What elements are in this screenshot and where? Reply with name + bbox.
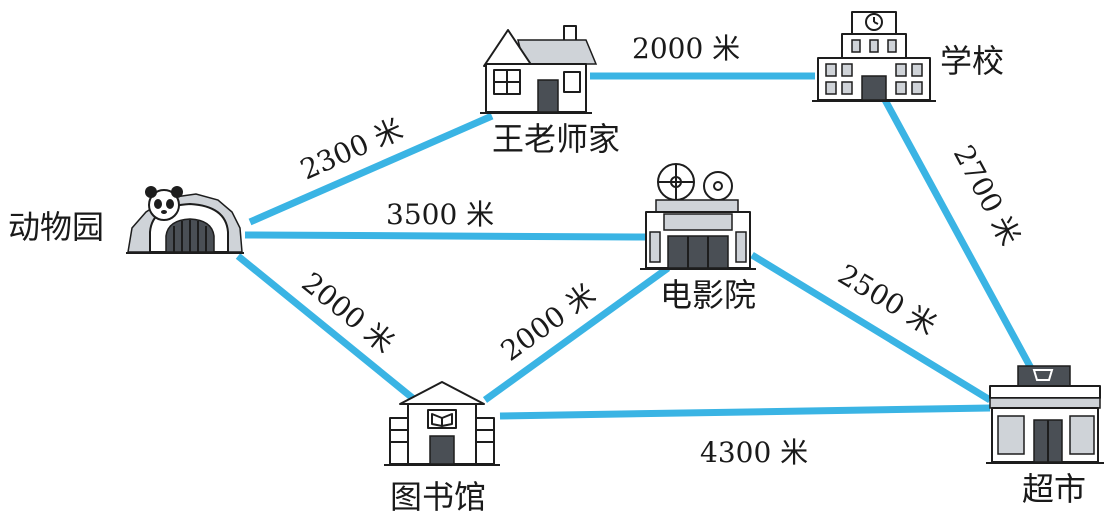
route-library-supermarket <box>499 404 991 420</box>
label-library: 图书馆 <box>390 478 486 516</box>
supermarket-icon <box>986 365 1104 464</box>
label-supermarket: 超市 <box>1022 470 1086 508</box>
route-school-supermarket <box>881 98 1036 372</box>
label-cinema: 电影院 <box>660 276 756 314</box>
routes <box>235 72 1036 420</box>
school-icon <box>812 11 936 102</box>
distance-teacher-home-school: 2000 米 <box>632 32 740 65</box>
zoo-icon <box>126 186 244 254</box>
label-school: 学校 <box>940 42 1004 80</box>
route-cinema-supermarket <box>750 252 992 403</box>
distance-zoo-cinema: 3500 米 <box>386 198 494 231</box>
route-library-cinema <box>482 265 671 403</box>
distance-cinema-supermarket: 2500 米 <box>832 258 942 342</box>
distance-library-supermarket: 4300 米 <box>700 436 808 469</box>
route-zoo-cinema <box>244 231 646 241</box>
label-zoo: 动物园 <box>8 208 104 246</box>
cinema-icon <box>640 163 756 270</box>
place-labels: 动物园 王老师家 学校 电影院 图书馆 超市 <box>8 42 1086 516</box>
route-zoo-teacher-home <box>248 112 494 226</box>
route-zoo-library <box>235 253 418 403</box>
label-teacher-home: 王老师家 <box>492 120 620 158</box>
house-icon <box>480 25 598 114</box>
library-icon <box>384 381 500 466</box>
